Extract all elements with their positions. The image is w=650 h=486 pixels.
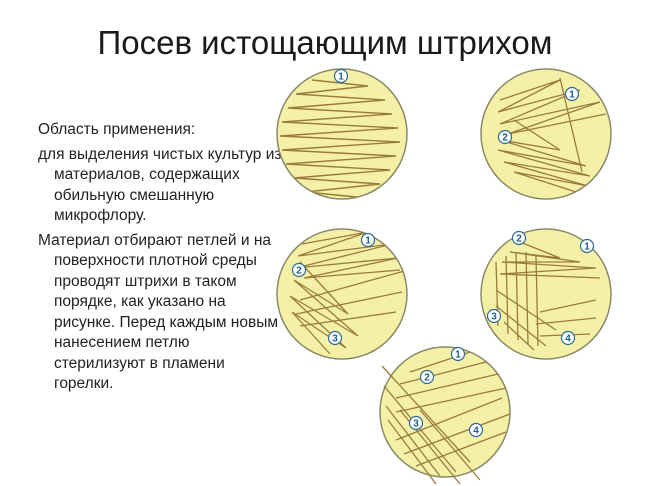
marker-1: 1 (450, 346, 466, 362)
marker-4: 4 (468, 422, 484, 438)
marker-number: 2 (296, 266, 302, 277)
marker-number: 1 (365, 236, 371, 247)
marker-2: 2 (419, 369, 435, 385)
marker-number: 3 (491, 312, 497, 323)
marker-1: 1 (360, 232, 376, 248)
dish-2: 1 2 (480, 68, 612, 200)
marker-1: 1 (579, 238, 595, 254)
marker-3: 3 (486, 308, 502, 324)
marker-number: 3 (413, 419, 419, 430)
marker-2: 2 (497, 129, 513, 145)
marker-number: 2 (502, 133, 508, 144)
marker-number: 1 (455, 350, 461, 361)
marker-number: 2 (516, 234, 522, 245)
marker-number: 3 (332, 334, 338, 345)
streak-lines (289, 231, 407, 355)
dish-5: 1 2 3 4 (379, 346, 511, 485)
marker-2: 2 (511, 230, 527, 246)
streak-lines (495, 241, 601, 351)
marker-number: 4 (473, 426, 479, 437)
streak-lines (279, 79, 401, 199)
petri-dish (276, 228, 408, 360)
description-block: Область применения: для выделения чистых… (38, 120, 283, 399)
streak-lines (381, 351, 511, 485)
marker-3: 3 (327, 330, 343, 346)
marker-1: 1 (333, 68, 349, 84)
marker-4: 4 (560, 330, 576, 346)
application-area-label: Область применения: (38, 121, 196, 138)
dish-1: 1 (276, 68, 408, 200)
dish-3: 1 2 3 (276, 228, 408, 360)
method-text: Материал отбирают петлей и на поверхност… (38, 231, 279, 393)
dish-4: 2 1 3 4 (480, 228, 612, 360)
petri-dish (480, 68, 612, 200)
marker-number: 2 (424, 373, 430, 384)
marker-1: 1 (564, 86, 580, 102)
application-area-text: для выделения чистых культур из материал… (38, 145, 282, 225)
page-title: Посев истощающим штрихом (97, 24, 553, 61)
marker-2: 2 (291, 262, 307, 278)
marker-number: 4 (565, 334, 571, 345)
marker-number: 1 (584, 242, 590, 253)
marker-number: 1 (338, 72, 344, 83)
streak-lines (497, 77, 607, 193)
petri-dish (379, 346, 511, 478)
marker-number: 1 (569, 90, 575, 101)
marker-3: 3 (408, 415, 424, 431)
